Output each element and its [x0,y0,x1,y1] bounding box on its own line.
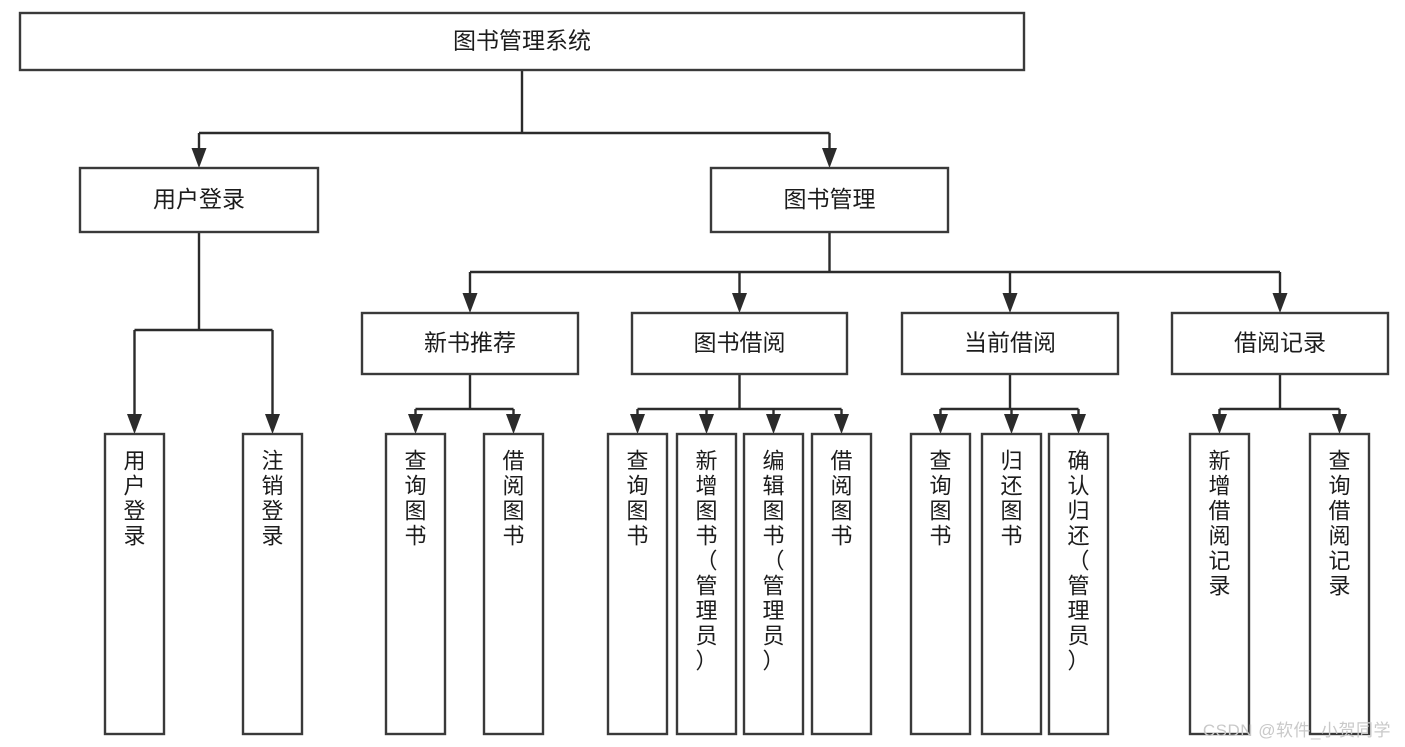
level1-node-box[interactable] [78,166,320,234]
leaf-node-box[interactable] [384,432,447,736]
leaf-node-3[interactable]: 借阅图书 [482,432,545,736]
level2-node-1[interactable]: 图书借阅 [630,311,849,376]
leaf-node-box[interactable] [810,432,873,736]
leaf-node-6[interactable]: 编辑图书（管理员） [742,432,805,736]
level2-node-2[interactable]: 当前借阅 [900,311,1120,376]
leaf-node-label: 编辑图书（管理员） [762,448,784,673]
leaf-node-label: 归还图书 [1000,448,1022,548]
arrow-head [462,293,478,313]
level2-node-3[interactable]: 借阅记录 [1170,311,1390,376]
arrow-head [1004,414,1019,434]
leaf-node-label: 查询图书 [626,448,648,548]
level2-node-label: 借阅记录 [1234,330,1326,356]
leaf-node-box[interactable] [1188,432,1251,736]
connector-layer [127,70,1347,434]
arrow-head [699,414,714,434]
leaf-node-box[interactable] [1047,432,1110,736]
leaf-node-label: 查询图书 [929,448,951,548]
level1-node-label: 用户登录 [153,186,245,212]
leaf-node-box[interactable] [742,432,805,736]
arrow-head [1002,293,1018,313]
leaf-node-2[interactable]: 查询图书 [384,432,447,736]
leaf-node-label: 确认归还（管理员） [1067,448,1089,673]
arrow-head [1212,414,1227,434]
arrow-head [191,148,207,168]
leaf-node-label: 借阅图书 [502,448,524,548]
arrow-head [408,414,423,434]
leaf-node-box[interactable] [675,432,738,736]
leaf-node-box[interactable] [606,432,669,736]
arrow-head [766,414,781,434]
node-layer: 图书管理系统用户登录图书管理新书推荐图书借阅当前借阅借阅记录用户登录注销登录查询… [18,11,1390,736]
leaf-node-label: 借阅图书 [830,448,852,548]
level1-node-label: 图书管理 [784,186,876,212]
arrow-head [1332,414,1347,434]
root-node-box[interactable] [18,11,1026,72]
root-node-label: 图书管理系统 [453,28,591,54]
arrow-head [630,414,645,434]
leaf-node-11[interactable]: 新增借阅记录 [1188,432,1251,736]
root-node-0[interactable]: 图书管理系统 [18,11,1026,72]
level1-node-box[interactable] [709,166,950,234]
leaf-node-box[interactable] [980,432,1043,736]
leaf-node-5[interactable]: 新增图书（管理员） [675,432,738,736]
level2-node-0[interactable]: 新书推荐 [360,311,580,376]
leaf-node-8[interactable]: 查询图书 [909,432,972,736]
leaf-node-1[interactable]: 注销登录 [241,432,304,736]
leaf-node-9[interactable]: 归还图书 [980,432,1043,736]
level2-node-label: 图书借阅 [694,330,786,356]
arrow-head [127,414,142,434]
arrow-head [732,293,747,313]
leaf-node-box[interactable] [482,432,545,736]
level2-node-box[interactable] [630,311,849,376]
leaf-node-0[interactable]: 用户登录 [103,432,166,736]
arrow-head [834,414,849,434]
leaf-node-box[interactable] [909,432,972,736]
leaf-node-box[interactable] [1308,432,1371,736]
leaf-node-label: 查询借阅记录 [1328,448,1350,598]
arrow-head [933,414,948,434]
leaf-node-box[interactable] [241,432,304,736]
arrow-head [1272,293,1288,313]
level2-node-label: 当前借阅 [964,330,1056,356]
leaf-node-label: 用户登录 [123,448,145,548]
level1-node-0[interactable]: 用户登录 [78,166,320,234]
leaf-node-7[interactable]: 借阅图书 [810,432,873,736]
leaf-node-12[interactable]: 查询借阅记录 [1308,432,1371,736]
leaf-node-10[interactable]: 确认归还（管理员） [1047,432,1110,736]
leaf-node-label: 新增借阅记录 [1208,448,1230,598]
leaf-node-label: 查询图书 [404,448,426,548]
level2-node-box[interactable] [1170,311,1390,376]
leaf-node-box[interactable] [103,432,166,736]
arrow-head [506,414,521,434]
leaf-node-4[interactable]: 查询图书 [606,432,669,736]
leaf-node-label: 新增图书（管理员） [695,448,717,673]
arrow-head [265,414,280,434]
arrow-head [1071,414,1086,434]
level2-node-box[interactable] [360,311,580,376]
level1-node-1[interactable]: 图书管理 [709,166,950,234]
level2-node-label: 新书推荐 [424,330,516,356]
level2-node-box[interactable] [900,311,1120,376]
arrow-head [822,148,837,168]
leaf-node-label: 注销登录 [261,448,283,548]
